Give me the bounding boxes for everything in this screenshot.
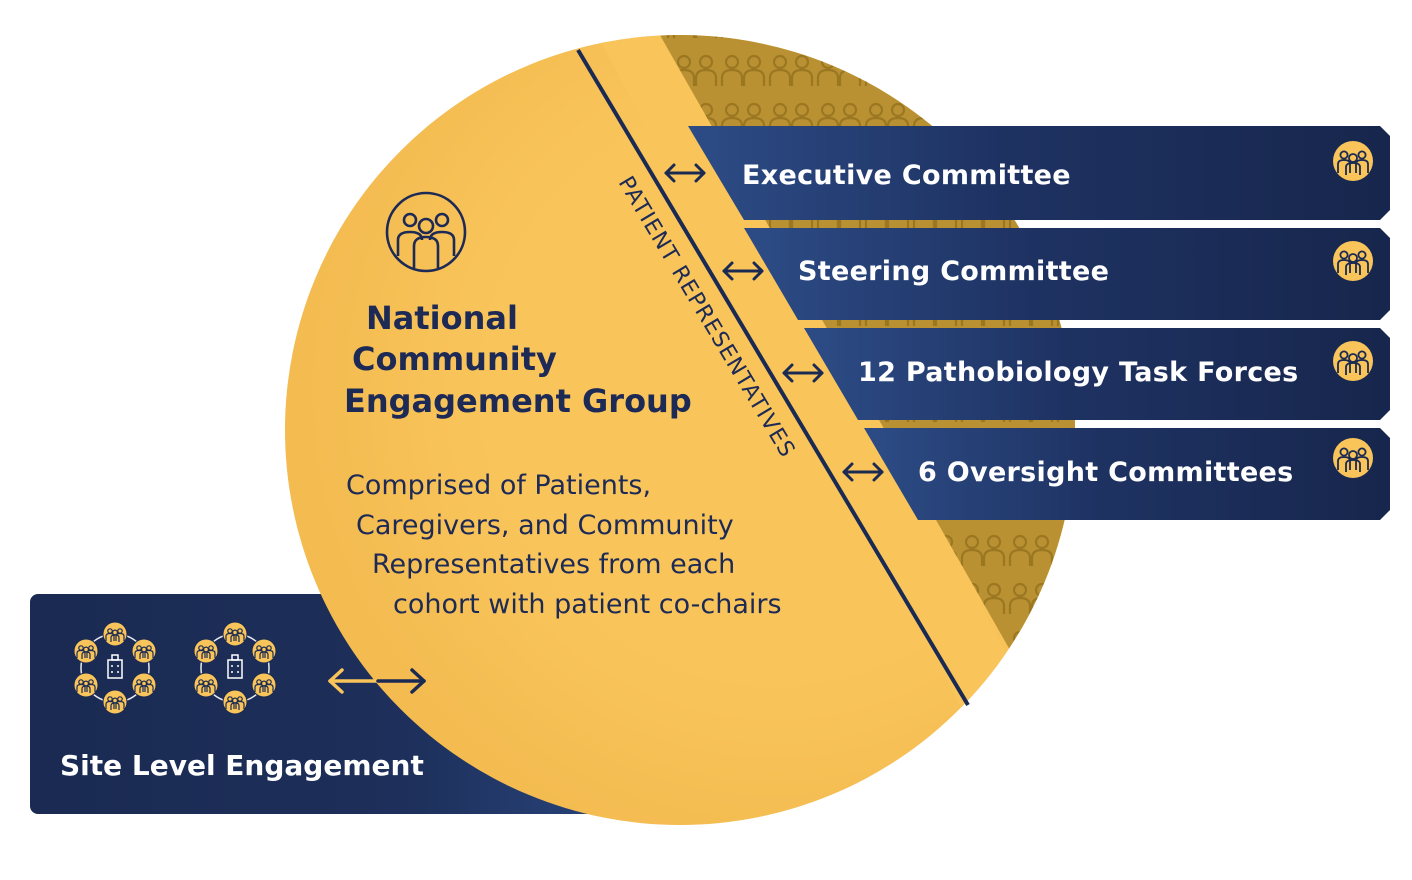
committee-bar-executive: Executive Committee [664, 126, 1390, 220]
patient-representatives-band [578, 35, 1010, 720]
double-arrow-icon [328, 668, 426, 694]
site-cluster-1 [73, 621, 157, 715]
building-icon [107, 654, 123, 679]
double-arrow-icon [722, 261, 764, 281]
people-group-icon [1332, 437, 1374, 479]
national-group-description: Comprised of Patients, Caregivers, and C… [346, 470, 782, 620]
site-cluster-2 [193, 621, 277, 715]
band-divider-line [576, 48, 970, 707]
double-arrow-icon [842, 462, 884, 482]
committee-label: Executive Committee [742, 160, 1071, 191]
committee-label: Steering Committee [798, 256, 1109, 287]
people-group-icon [1332, 140, 1374, 182]
committee-bar-task-forces: 12 Pathobiology Task Forces [782, 328, 1390, 420]
committee-bar-oversight: 6 Oversight Committees [842, 428, 1390, 520]
people-group-icon [385, 191, 467, 273]
building-icon [227, 654, 243, 679]
double-arrow-icon [782, 363, 824, 383]
people-group-icon [1332, 240, 1374, 282]
site-level-label: Site Level Engagement [60, 749, 424, 782]
people-group-icon [1332, 340, 1374, 382]
committee-bar-steering: Steering Committee [722, 228, 1390, 320]
national-group-title: National Community Engagement Group [344, 299, 692, 420]
committee-label: 12 Pathobiology Task Forces [858, 357, 1298, 388]
double-arrow-icon [664, 163, 706, 183]
committee-label: 6 Oversight Committees [918, 457, 1294, 488]
